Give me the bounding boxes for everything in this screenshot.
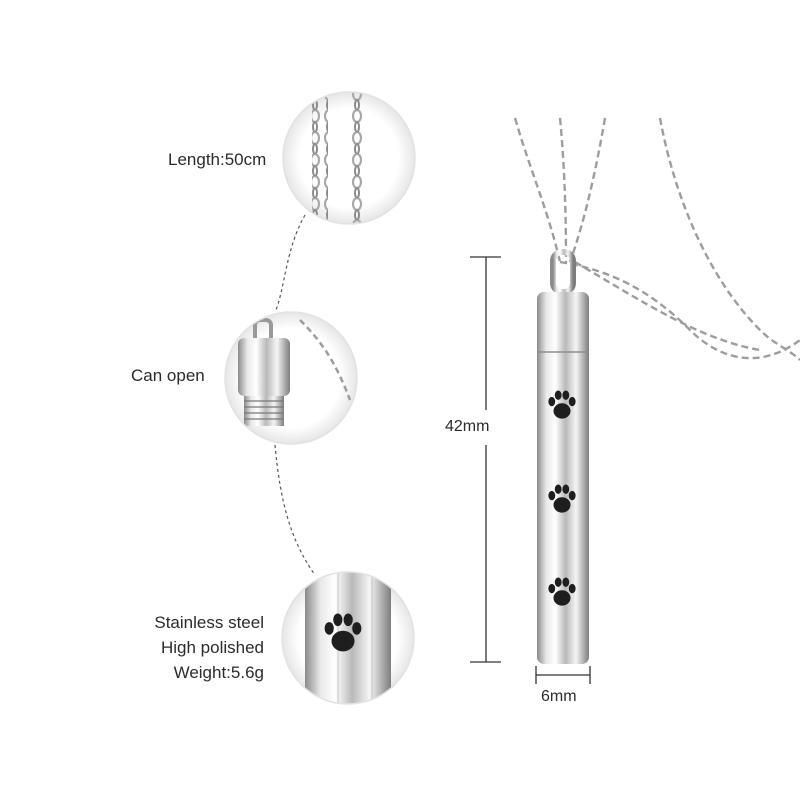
pendant-bail bbox=[550, 249, 576, 295]
detail-circle-chain bbox=[282, 91, 416, 225]
main-chain bbox=[513, 117, 800, 361]
width-measurement-label: 6mm bbox=[541, 688, 577, 705]
finish-label: High polished bbox=[160, 638, 264, 657]
height-measurement-label: 42mm bbox=[445, 418, 490, 435]
material-label: Stainless steel bbox=[154, 613, 264, 632]
height-dimension-line bbox=[470, 256, 501, 663]
weight-label: Weight:5.6g bbox=[173, 663, 264, 682]
chain-length-label: Length:50cm bbox=[168, 150, 267, 169]
main-pendant bbox=[537, 292, 589, 664]
detail-circle-material bbox=[281, 571, 415, 705]
material-spec-list: Stainless steel High polished Weight:5.6… bbox=[154, 610, 264, 685]
detail-circle-open bbox=[224, 311, 358, 445]
can-open-label: Can open bbox=[131, 366, 205, 385]
dashed-connector bbox=[274, 214, 316, 576]
width-dimension-line bbox=[535, 666, 591, 684]
